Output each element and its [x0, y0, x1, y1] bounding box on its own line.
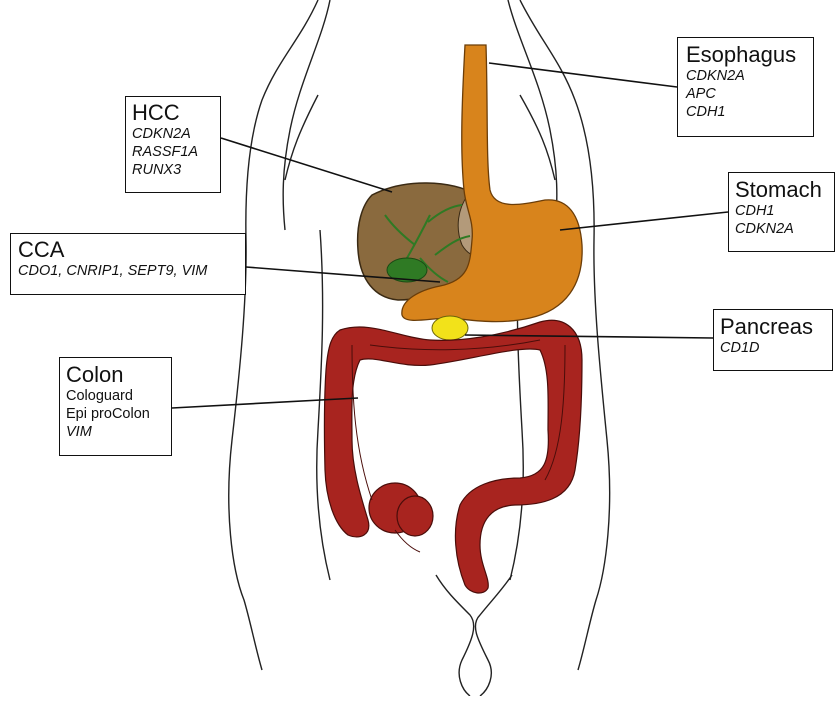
- esophagus-gene: CDKN2A: [686, 67, 805, 85]
- hcc-title: HCC: [132, 101, 214, 125]
- cca-label-box: CCA CDO1, CNRIP1, SEPT9, VIM: [10, 233, 246, 295]
- hcc-gene: RASSF1A: [132, 143, 214, 161]
- colon-test: Epi proColon: [66, 405, 165, 423]
- pancreas-label-box: Pancreas CD1D: [713, 309, 833, 371]
- colon-title: Colon: [66, 363, 165, 387]
- cca-gene: CDO1, CNRIP1, SEPT9, VIM: [18, 262, 238, 280]
- colon-gene: VIM: [66, 423, 165, 441]
- stomach-gene: CDKN2A: [735, 220, 828, 238]
- colon: [324, 320, 582, 593]
- pancreas-title: Pancreas: [720, 315, 826, 339]
- stomach-title: Stomach: [735, 178, 828, 202]
- esophagus-title: Esophagus: [686, 43, 805, 67]
- pancreas: [432, 316, 468, 340]
- pancreas-gene: CD1D: [720, 339, 826, 357]
- colon-test: Cologuard: [66, 387, 165, 405]
- colon-label-box: Colon Cologuard Epi proColon VIM: [59, 357, 172, 456]
- esophagus-label-box: Esophagus CDKN2A APC CDH1: [677, 37, 814, 137]
- cca-title: CCA: [18, 238, 238, 262]
- hcc-label-box: HCC CDKN2A RASSF1A RUNX3: [125, 96, 221, 193]
- hcc-gene: RUNX3: [132, 161, 214, 179]
- esophagus-gene: CDH1: [686, 103, 805, 121]
- stomach-gene: CDH1: [735, 202, 828, 220]
- stomach-label-box: Stomach CDH1 CDKN2A: [728, 172, 835, 252]
- esophagus-gene: APC: [686, 85, 805, 103]
- hcc-gene: CDKN2A: [132, 125, 214, 143]
